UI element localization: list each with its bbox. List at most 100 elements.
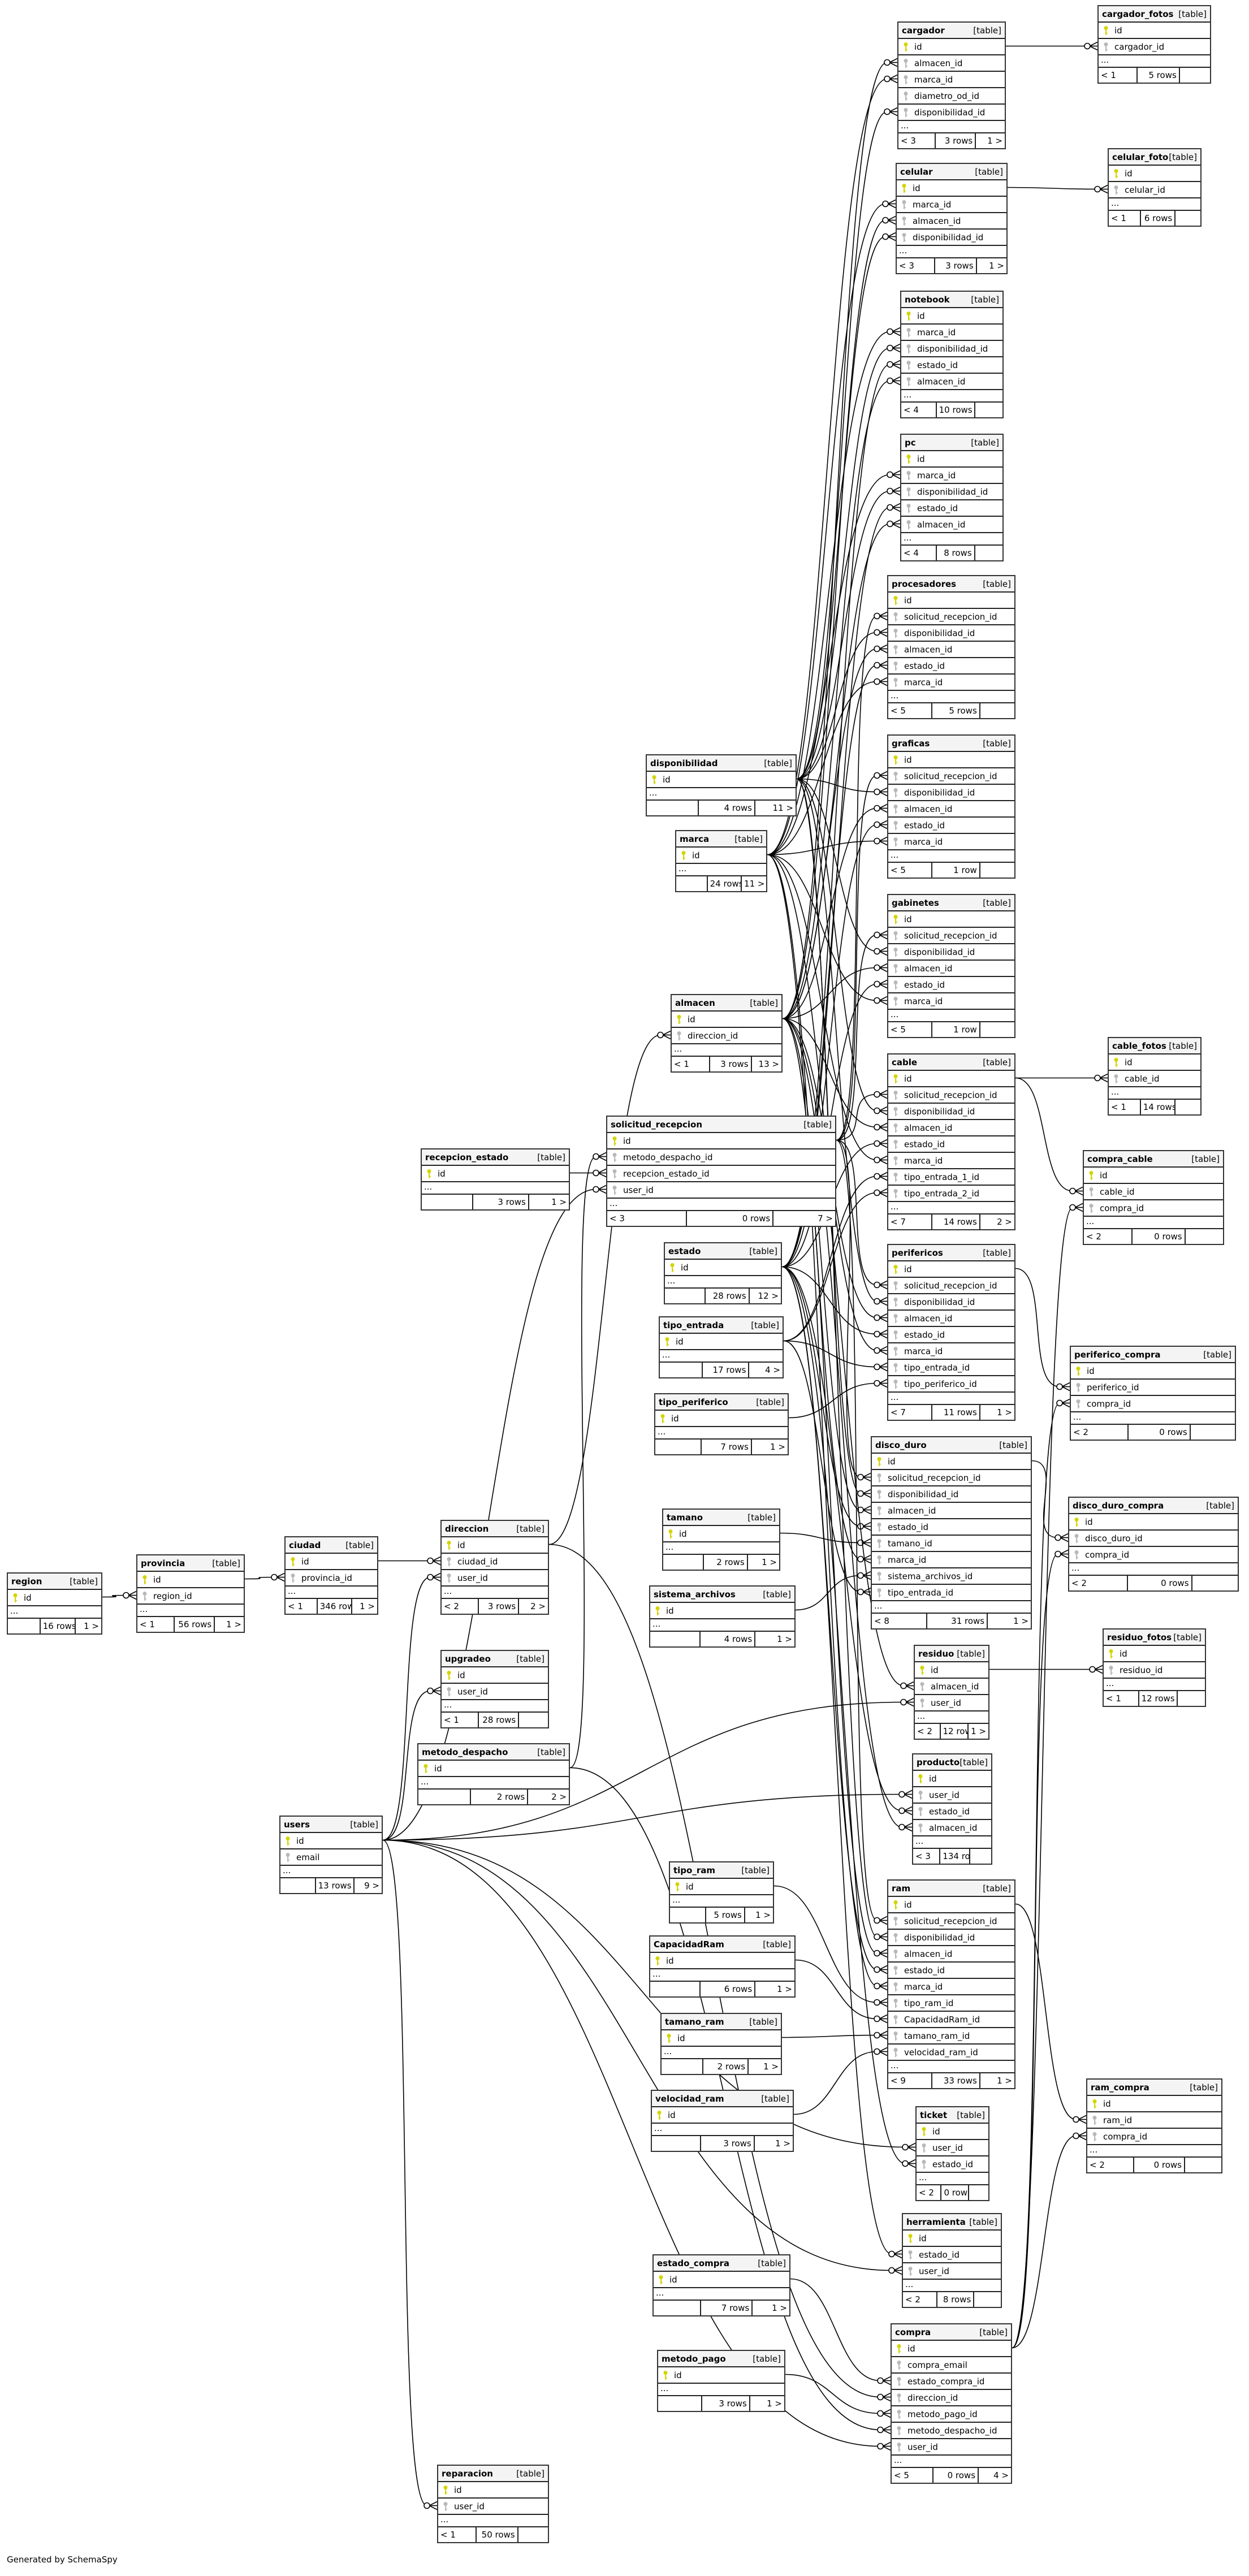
table-header[interactable]: tipo_entrada[table] (660, 1317, 783, 1334)
children-link[interactable] (1192, 1576, 1238, 1590)
table-header[interactable]: recepcion_estado[table] (422, 1149, 569, 1166)
table-header[interactable]: sistema_archivos[table] (650, 1587, 794, 1603)
table-header[interactable]: tipo_periferico[table] (655, 1394, 788, 1411)
children-link[interactable]: 4 > (765, 1365, 780, 1375)
children-link[interactable] (975, 546, 1002, 560)
children-link[interactable]: 13 > (758, 1059, 779, 1069)
table-name[interactable]: gabinetes (892, 897, 939, 908)
column-row[interactable]: id (888, 593, 1014, 609)
parents-link[interactable]: < 2 (1071, 1425, 1129, 1440)
parents-link[interactable] (647, 801, 699, 815)
table-header[interactable]: cable_fotos[table] (1109, 1038, 1200, 1054)
column-row[interactable]: marca_id (888, 1979, 1014, 1995)
children-link[interactable]: 1 > (971, 1726, 986, 1736)
column-row[interactable]: id (438, 2482, 548, 2499)
children-link[interactable] (1191, 1425, 1235, 1440)
column-row[interactable]: id (901, 308, 1002, 325)
table-name[interactable]: cargador_fotos (1102, 8, 1174, 19)
column-row[interactable]: user_id (913, 1787, 991, 1804)
table-name[interactable]: residuo (918, 1648, 954, 1659)
parents-link[interactable] (670, 1908, 706, 1922)
column-row[interactable]: disponibilidad_id (888, 1294, 1014, 1311)
parents-link[interactable]: < 7 (888, 1405, 933, 1420)
column-row[interactable]: id (650, 1603, 794, 1619)
children-link[interactable]: 1 > (777, 1984, 792, 1994)
children-link[interactable]: 1 > (84, 1621, 99, 1631)
table-name[interactable]: periferico_compra (1074, 1349, 1161, 1360)
column-row[interactable]: id (422, 1166, 569, 1182)
column-row[interactable]: residuo_id (1104, 1662, 1205, 1679)
column-row[interactable]: estado_id (903, 2247, 1001, 2263)
column-row[interactable]: id (888, 1897, 1014, 1913)
parents-link[interactable]: < 3 (607, 1211, 688, 1226)
column-row[interactable]: disponibilidad_id (897, 230, 1006, 246)
column-row[interactable]: almacen_id (888, 642, 1014, 658)
column-row[interactable]: estado_id (901, 500, 1002, 517)
table-header[interactable]: compra[table] (892, 2324, 1011, 2341)
table-header[interactable]: disco_duro[table] (872, 1437, 1031, 1454)
column-row[interactable]: solicitud_recepcion_id (872, 1470, 1031, 1486)
parents-link[interactable]: < 1 (1099, 68, 1138, 83)
parents-link[interactable]: < 2 (1069, 1576, 1129, 1590)
table-header[interactable]: celular[table] (897, 164, 1006, 180)
column-row[interactable]: almacen_id (888, 801, 1014, 818)
table-header[interactable]: producto[table] (913, 1754, 991, 1771)
children-link[interactable]: 2 > (551, 1792, 567, 1802)
table-name[interactable]: graficas (892, 738, 930, 749)
column-row[interactable]: periferico_id (1071, 1380, 1235, 1396)
column-row[interactable]: marca_id (888, 675, 1014, 691)
table-name[interactable]: reparacion (442, 2468, 493, 2479)
column-row[interactable]: id (898, 39, 1005, 55)
column-row[interactable]: marca_id (901, 325, 1002, 341)
children-link[interactable] (1186, 1229, 1223, 1244)
column-row[interactable]: estado_id (888, 977, 1014, 993)
parents-link[interactable]: < 1 (1104, 1691, 1139, 1706)
table-header[interactable]: residuo[table] (915, 1646, 988, 1662)
parents-link[interactable] (422, 1195, 473, 1209)
table-header[interactable]: pc[table] (901, 435, 1002, 451)
table-header[interactable]: marca[table] (676, 831, 766, 848)
column-row[interactable]: velocidad_ram_id (888, 2045, 1014, 2061)
table-header[interactable]: celular_foto[table] (1109, 149, 1200, 166)
table-name[interactable]: compra_cable (1087, 1153, 1153, 1164)
parents-link[interactable]: < 9 (888, 2073, 933, 2088)
table-header[interactable]: estado_compra[table] (654, 2255, 789, 2272)
children-link[interactable] (1175, 211, 1200, 226)
column-row[interactable]: id (650, 1953, 794, 1969)
parents-link[interactable] (660, 1363, 703, 1377)
table-name[interactable]: disco_duro (875, 1440, 927, 1450)
column-row[interactable]: estado_id (901, 357, 1002, 374)
parents-link[interactable]: < 2 (442, 1599, 479, 1614)
table-name[interactable]: ram_compra (1091, 2082, 1149, 2093)
column-row[interactable]: id (658, 2367, 784, 2384)
table-name[interactable]: celular (900, 166, 933, 177)
column-row[interactable]: id (607, 1133, 835, 1149)
table-header[interactable]: graficas[table] (888, 736, 1014, 752)
column-row[interactable]: id (655, 1411, 788, 1427)
children-link[interactable]: 1 > (770, 1442, 785, 1452)
table-header[interactable]: perifericos[table] (888, 1245, 1014, 1261)
column-row[interactable]: id (442, 1667, 548, 1684)
column-row[interactable]: id (137, 1572, 244, 1588)
column-row[interactable]: id (670, 1879, 773, 1895)
column-row[interactable]: tipo_entrada_1_id (888, 1169, 1014, 1186)
column-row[interactable]: solicitud_recepcion_id (888, 1087, 1014, 1104)
children-link[interactable]: 1 > (226, 1619, 241, 1630)
parents-link[interactable] (662, 2059, 703, 2074)
parents-link[interactable] (658, 2396, 703, 2411)
parents-link[interactable] (652, 2136, 702, 2151)
column-row[interactable]: almacen_id (888, 1311, 1014, 1327)
table-name[interactable]: ram (892, 1883, 911, 1894)
column-row[interactable]: CapacidadRam_id (888, 2012, 1014, 2028)
parents-link[interactable] (418, 1790, 472, 1804)
